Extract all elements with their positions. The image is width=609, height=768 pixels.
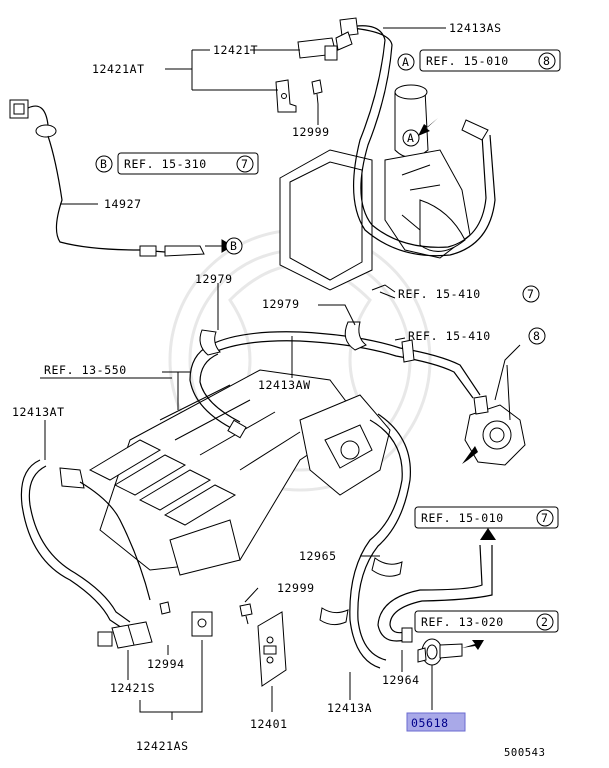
label-12999-top[interactable]: 12999	[292, 125, 330, 139]
ref-text: REF. 13-020	[421, 615, 504, 629]
hose-12964[interactable]	[377, 544, 493, 643]
bracket-12401[interactable]	[257, 611, 287, 687]
clamp-12979[interactable]	[199, 321, 367, 356]
label-12421T[interactable]: 12421T	[213, 43, 258, 57]
marker-A-circle: A	[402, 129, 420, 147]
ref-15-410-7-leader	[379, 291, 396, 299]
solenoid-12421S[interactable]	[97, 621, 153, 649]
label-12994[interactable]: 12994	[147, 657, 185, 671]
ref-15-010-7[interactable]: REF. 15-010 7	[414, 506, 559, 529]
hose-12413A[interactable]	[349, 413, 411, 669]
label-12965[interactable]: 12965	[299, 549, 337, 563]
ref-15-410-8[interactable]: REF. 15-410 8	[408, 327, 546, 345]
label-12413AT[interactable]: 12413AT	[12, 405, 65, 419]
ref-text: REF. 15-410	[408, 329, 491, 343]
ref-13-550[interactable]: REF. 13-550	[44, 363, 127, 377]
bolt-12999-bottom[interactable]	[239, 603, 253, 625]
marker-A: A	[402, 55, 410, 69]
ref-num: 2	[541, 615, 549, 629]
leader-lines	[44, 27, 521, 720]
ref-num: 7	[527, 287, 535, 301]
marker-B-arrow: B	[225, 237, 243, 255]
label-12964[interactable]: 12964	[382, 673, 420, 687]
label-12413A[interactable]: 12413A	[327, 701, 372, 715]
ref-text: REF. 15-010	[426, 54, 509, 68]
label-12999-bottom[interactable]: 12999	[277, 581, 315, 595]
label-12413AS[interactable]: 12413AS	[449, 21, 502, 35]
ref-13-020-2[interactable]: REF. 13-020 2	[414, 610, 559, 633]
arrows	[205, 118, 496, 650]
ref-text: REF. 13-550	[44, 363, 127, 377]
ref-text: REF. 15-310	[124, 157, 207, 171]
bracket-12421AT[interactable]	[275, 79, 297, 113]
label-14927[interactable]: 14927	[104, 197, 142, 211]
sensor-12421T[interactable]	[297, 31, 353, 61]
bolt-12994[interactable]	[159, 601, 171, 615]
ref-text: REF. 15-410	[398, 287, 481, 301]
label-12979-mid[interactable]: 12979	[262, 297, 300, 311]
hose-12413AS[interactable]	[339, 17, 496, 257]
bolt-12999-top[interactable]	[311, 79, 323, 105]
diagram-number: 500543	[504, 747, 546, 759]
label-12421AS[interactable]: 12421AS	[136, 739, 189, 753]
part-labels: 12413AS 12421T 12421AT 12999 14927 12979…	[12, 21, 546, 759]
label-12979-left[interactable]: 12979	[195, 272, 233, 286]
bracket-12421AS[interactable]	[191, 611, 213, 637]
ref-15-310-7[interactable]: B REF. 15-310 7	[95, 152, 259, 175]
ref-15-010-8[interactable]: A REF. 15-010 8	[397, 49, 561, 72]
ref-num: 8	[543, 54, 551, 68]
label-12401[interactable]: 12401	[250, 717, 288, 731]
intake-manifold[interactable]	[88, 369, 391, 576]
valve-05618[interactable]	[417, 638, 463, 666]
ref-num: 8	[533, 329, 541, 343]
ref-num: 7	[241, 157, 249, 171]
marker-B-2: B	[230, 239, 238, 253]
hose-12413AT[interactable]	[20, 459, 151, 631]
oxygen-sensor-14927[interactable]	[9, 99, 205, 257]
ref-text: REF. 15-010	[421, 511, 504, 525]
highlight-05618	[406, 712, 466, 732]
label-12421AT[interactable]: 12421AT	[92, 62, 145, 76]
marker-B: B	[100, 157, 108, 171]
label-12413AW[interactable]: 12413AW	[258, 378, 311, 392]
marker-A-2: A	[407, 131, 415, 145]
label-05618[interactable]: 05618	[411, 716, 449, 730]
ref-15-410-7[interactable]: REF. 15-410 7	[398, 285, 540, 303]
clamp-12965[interactable]	[319, 557, 403, 626]
air-cleaner-assembly[interactable]	[279, 84, 471, 291]
ref-15-410-8-leader	[394, 337, 406, 341]
label-12421S[interactable]: 12421S	[110, 681, 155, 695]
ref-num: 7	[541, 511, 549, 525]
